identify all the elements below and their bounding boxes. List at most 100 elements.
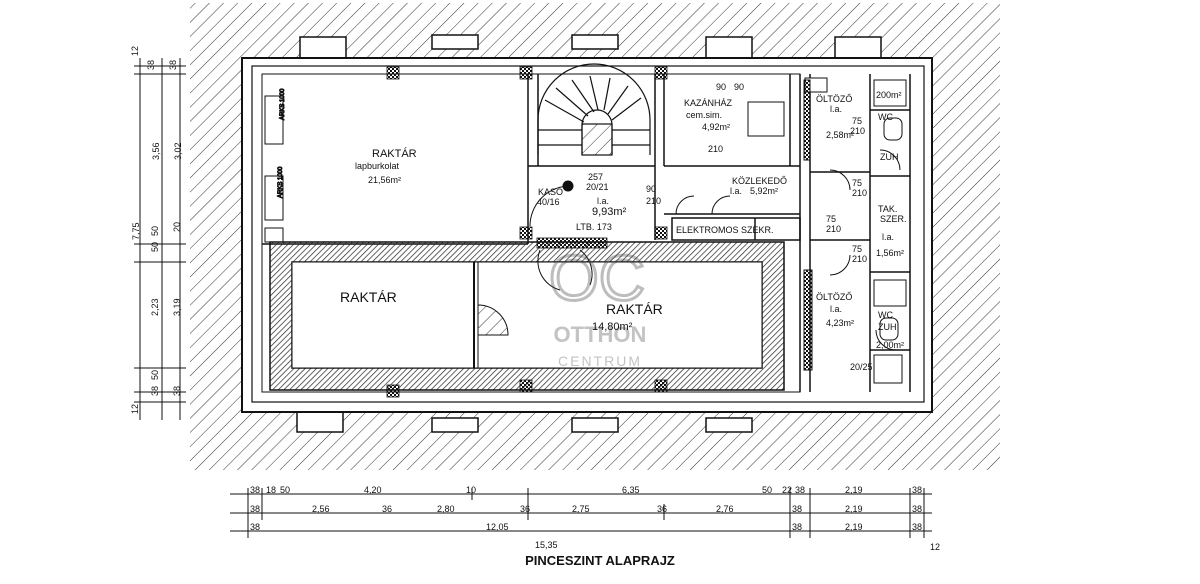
takszer-name: TAK. [878, 204, 897, 214]
door-mark: 210 [826, 224, 841, 234]
door-257: 257 [588, 172, 603, 182]
door-20-21: 20/21 [586, 182, 609, 192]
door-mark: 210 [852, 254, 867, 264]
left-dim: 50 [150, 370, 160, 380]
bottom-dim: 36 [382, 504, 392, 514]
wc-upper-sub: ZUH [880, 152, 899, 162]
bottom-dim: 36 [657, 504, 667, 514]
left-dim: 20 [172, 222, 182, 232]
kozlekedo-name: KÖZLEKEDŐ [732, 176, 787, 186]
bottom-total-dim: 15,35 [535, 540, 558, 550]
bottom-dim: 50 [762, 485, 772, 495]
door-mark: 90 [646, 184, 656, 194]
left-dim: 2,23 [150, 298, 160, 316]
watermark-line2: CENTRUM [558, 353, 642, 369]
left-shelving: ARKS 1000 ARKS 1000 [264, 87, 287, 243]
bottom-dim: 38 [795, 485, 805, 495]
stair-note: LTB. 173 [576, 222, 612, 232]
window-note: 20/25 [850, 362, 873, 372]
bottom-dim: 12,05 [486, 522, 509, 532]
left-dim: 50 [150, 226, 160, 236]
left-dim: 3,19 [172, 298, 182, 316]
watermark-line1: OTTHON [554, 322, 647, 347]
bottom-dim: 2,75 [572, 504, 590, 514]
left-dim: 7,75 [131, 222, 141, 240]
oltozo-upper-floor: l.a. [830, 104, 842, 114]
oltozo-lower-floor: l.a. [830, 304, 842, 314]
door-mark: 75 [852, 116, 862, 126]
bottom-dim: 22 [782, 485, 792, 495]
takszer-name2: SZER. [880, 214, 907, 224]
kazanhaz-floor: cem.sim. [686, 110, 722, 120]
door-marks: 90 90 210 75 210 75 210 90 210 75 210 75… [646, 82, 902, 264]
door-mark: 210 [852, 188, 867, 198]
bottom-dim: 6,35 [622, 485, 640, 495]
bottom-dim: 36 [520, 504, 530, 514]
left-dim: 3,02 [173, 142, 183, 160]
kazanhaz-area: 4,92m² [702, 122, 730, 132]
raktar-upper-name: RAKTÁR [372, 147, 417, 160]
left-dim: 3,56 [151, 142, 161, 160]
plan-title: PINCESZINT ALAPRAJZ [525, 553, 675, 568]
door-mark: 90 [734, 82, 744, 92]
left-dim: 12 [130, 404, 140, 414]
takszer-area: 1,56m² [876, 248, 904, 258]
stair-hall-name: l.a. [597, 196, 609, 206]
takszer-floor: l.a. [882, 232, 894, 242]
door-mark: 210 [850, 126, 865, 136]
bottom-dim: 38 [792, 522, 802, 532]
oltozo-lower-name: ÖLTÖZŐ [816, 292, 852, 302]
bottom-dimension-labels: 38 18 50 4,20 10 6,35 50 22 38 2,19 38 3… [250, 485, 940, 552]
bottom-dimension-chain [230, 488, 932, 538]
door-swings [529, 149, 901, 351]
wc-lower-name: WC [878, 310, 893, 320]
door-mark: 75 [852, 244, 862, 254]
door-mark: 90 [716, 82, 726, 92]
left-dim: 50 [150, 242, 160, 252]
svg-text:ARKS 1000: ARKS 1000 [278, 166, 284, 198]
raktar-lower-right-area: 14,80m² [592, 321, 633, 333]
left-dim: 38 [172, 386, 182, 396]
wc-upper-name: WC [878, 112, 893, 122]
watermark-logo-text: OC [549, 242, 645, 314]
door-mark: 75 [852, 178, 862, 188]
stair-hall-area: 9,93m² [592, 206, 627, 218]
kozlekedo-area: 5,92m² [750, 186, 778, 196]
left-dimension-chain [134, 58, 186, 420]
left-dim: 12 [130, 46, 140, 56]
door-mark: 210 [646, 196, 661, 206]
bottom-dim: 38 [912, 485, 922, 495]
bottom-dim: 38 [250, 522, 260, 532]
bottom-dim: 4,20 [364, 485, 382, 495]
wc-lower-sub: ZUH [878, 322, 897, 332]
kazanhaz-name: KAZÁNHÁZ [684, 98, 733, 108]
bottom-dim: 10 [466, 485, 476, 495]
ground-hatch [190, 3, 1000, 470]
left-dim: 38 [150, 386, 160, 396]
bottom-dim: 38 [250, 504, 260, 514]
bottom-dim: 2,76 [716, 504, 734, 514]
bottom-dim: 38 [912, 522, 922, 532]
door-mark: 210 [708, 144, 723, 154]
raktar-upper-area: 21,56m² [368, 175, 401, 185]
door-mark: 75 [826, 214, 836, 224]
oltozo-lower-area: 4,23m² [826, 318, 854, 328]
oltozo-upper-name: ÖLTÖZŐ [816, 94, 852, 104]
lower-cellar-walls [269, 241, 785, 391]
bottom-dim: 18 [266, 485, 276, 495]
bottom-dim: 2,19 [845, 504, 863, 514]
elektromos-label: ELEKTROMOS SZEKR. [676, 225, 774, 235]
kasso-label: KASÓ [538, 187, 563, 197]
raktar-upper-floor: lapburkolat [355, 161, 400, 171]
bottom-dim: 38 [792, 504, 802, 514]
kozlekedo-floor: l.a. [730, 186, 742, 196]
kasso-dim: 40/16 [537, 197, 560, 207]
bottom-dim: 38 [912, 504, 922, 514]
oltozo-upper-area: 2,58m² [826, 130, 854, 140]
door-mark: 200m² [876, 90, 902, 100]
left-dim: 38 [168, 60, 178, 70]
bottom-dim: 38 [250, 485, 260, 495]
left-dim: 38 [146, 60, 156, 70]
pillars [386, 66, 668, 398]
